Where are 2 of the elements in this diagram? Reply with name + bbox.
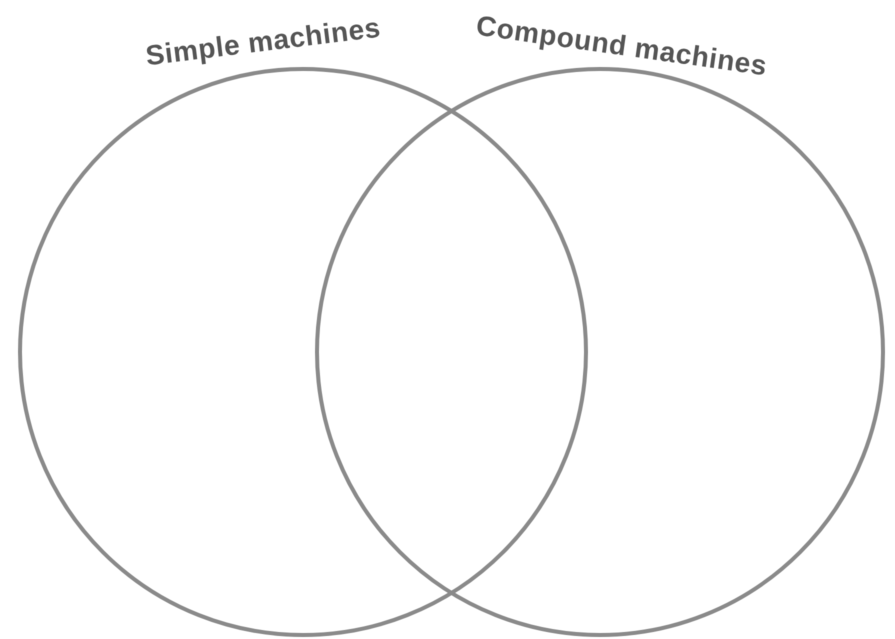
set-heading: Simple machines [144, 12, 382, 72]
set-heading: Compound machines [474, 10, 769, 82]
